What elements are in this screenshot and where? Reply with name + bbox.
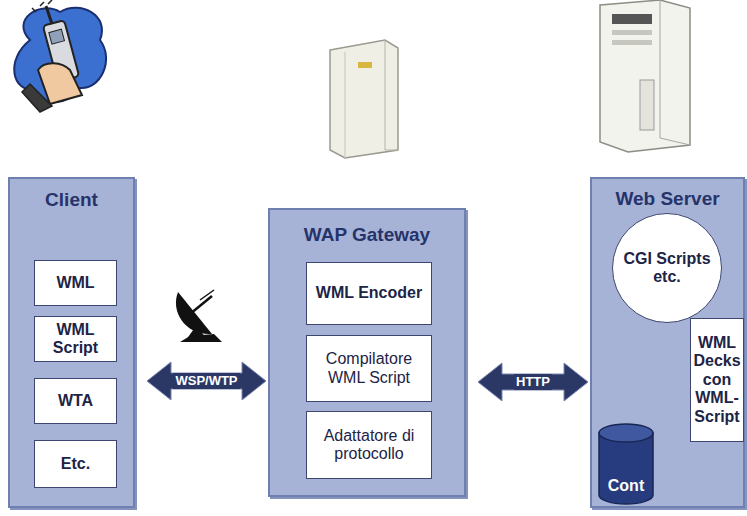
protocol-label: WSP/WTP: [173, 373, 239, 389]
script-circle: CGI Scripts etc.: [612, 213, 722, 323]
phone-icon: [14, 0, 106, 112]
protocol-arrow: [478, 363, 588, 401]
gateway-device: [330, 40, 398, 158]
panel-title: Web Server: [592, 188, 743, 210]
protocol-arrow: [147, 362, 266, 400]
satellite-dish: [176, 290, 222, 342]
protocol-label: HTTP: [514, 374, 552, 390]
server-tower: [600, 0, 690, 152]
component-box: WTA: [34, 378, 117, 424]
component-box: Compilatore WML Script: [306, 335, 432, 402]
node-label: WML Decks con WML-Script: [693, 334, 740, 426]
tier-panel: Web ServerCGI Scripts etc. WML Decks con …: [590, 177, 745, 508]
panel-title: WAP Gateway: [270, 224, 464, 246]
node-label: WML Encoder: [316, 284, 422, 302]
content-cylinder: Cont: [598, 423, 654, 505]
component-box: WML Script: [34, 316, 117, 362]
node-label: WML: [56, 274, 94, 292]
component-box: Etc.: [34, 440, 117, 488]
node-label: Compilatore WML Script: [310, 350, 428, 387]
tier-panel: WAP GatewayWML EncoderCompilatore WML Sc…: [268, 208, 466, 497]
component-box: Adattatore di protocollo: [306, 411, 432, 479]
node-label: Etc.: [61, 455, 90, 473]
component-box: WML Decks con WML-Script: [690, 318, 744, 442]
node-label: WML Script: [38, 321, 113, 358]
component-box: WML: [34, 260, 117, 306]
node-label: CGI Scripts etc.: [616, 250, 718, 287]
node-label: Cont: [608, 477, 644, 495]
tier-panel: ClientWML WML ScriptWTA Etc.: [8, 177, 135, 508]
node-label: WTA: [58, 392, 93, 410]
component-box: WML Encoder: [306, 262, 432, 325]
panel-title: Client: [10, 189, 133, 211]
node-label: Adattatore di protocollo: [310, 427, 428, 464]
